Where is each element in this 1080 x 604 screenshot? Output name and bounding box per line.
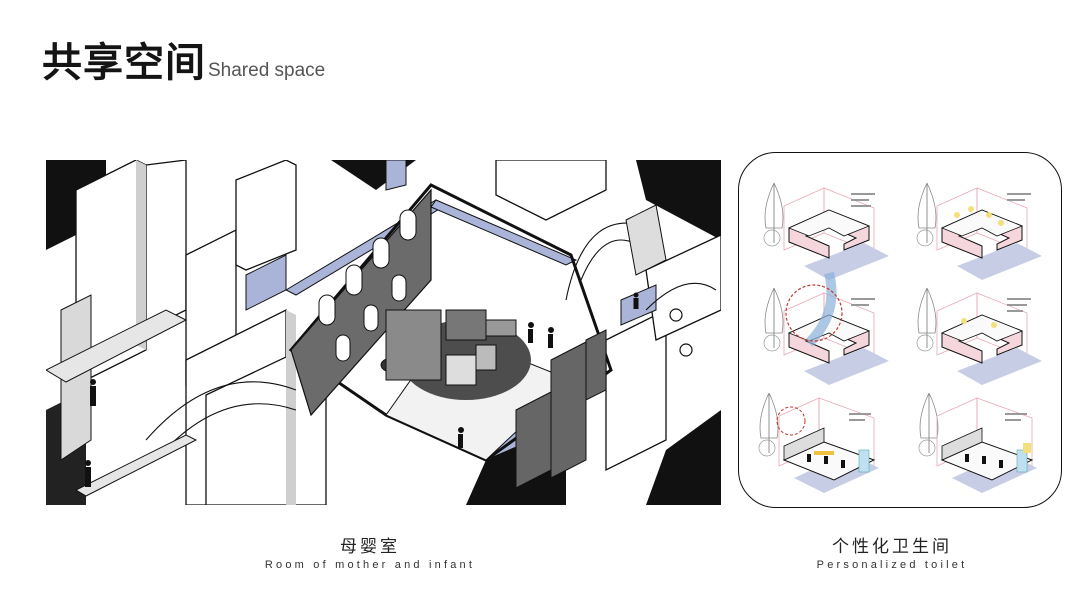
toilet-diagram-grid: [758, 182, 1043, 494]
toilet-diagram-5: [758, 392, 880, 494]
title-chinese: 共享空间: [42, 40, 206, 86]
toilet-diagram-1: [763, 182, 890, 281]
caption-en: Room of mother and infant: [264, 559, 476, 571]
caption-en: Personalized toilet: [816, 559, 968, 571]
toilet-diagram-3: [763, 271, 890, 386]
mother-infant-caption: 母婴室 Room of mother and infant: [220, 532, 520, 571]
toilet-diagram-2: [916, 182, 1043, 281]
toilet-diagram-4: [916, 287, 1043, 386]
page-title: 共享空间 Shared space: [42, 40, 325, 86]
mother-infant-room-drawing: [46, 160, 721, 505]
caption-cn: 个性化卫生间: [832, 537, 952, 557]
personalized-toilet-diagrams: [738, 152, 1062, 508]
title-english: Shared space: [208, 60, 326, 81]
personalized-toilet-caption: 个性化卫生间 Personalized toilet: [792, 532, 992, 571]
axonometric-illustration: [46, 160, 721, 505]
toilet-diagram-6: [918, 392, 1038, 494]
caption-cn: 母婴室: [340, 537, 400, 557]
